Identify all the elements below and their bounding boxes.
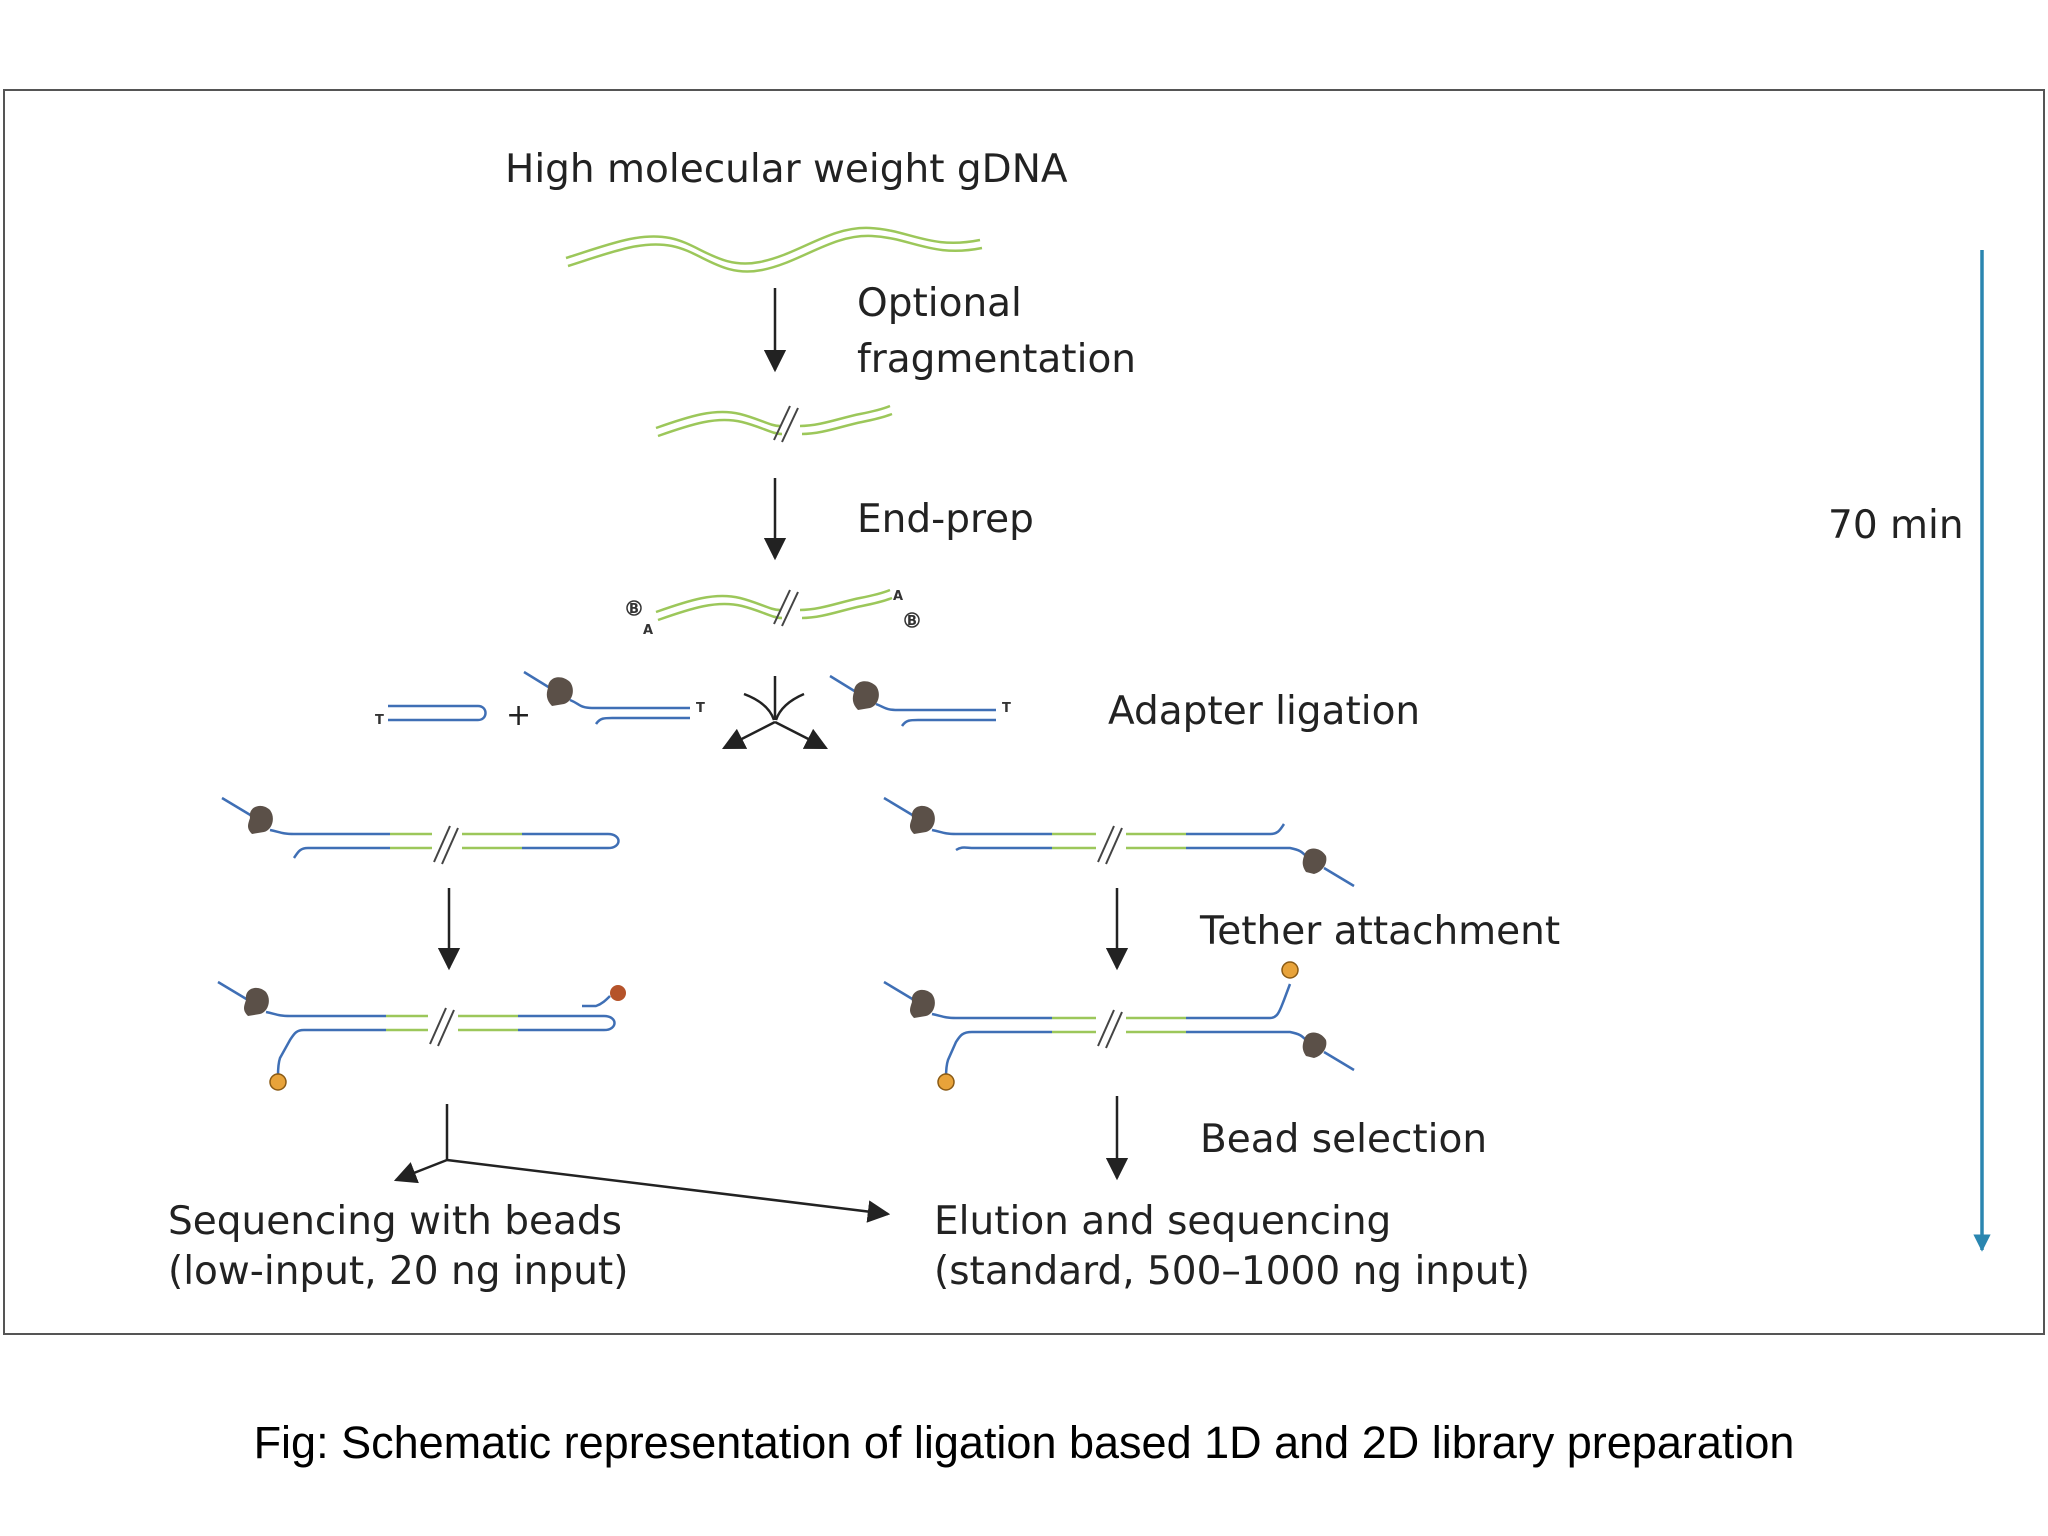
fragmented-dna xyxy=(655,404,893,438)
gdna-strand xyxy=(565,226,983,273)
left-result-line-1: Sequencing with beads xyxy=(168,1199,622,1244)
svg-text:B: B xyxy=(629,602,639,617)
tether-bead-icon xyxy=(269,1073,287,1091)
ligation-merge-arrows xyxy=(721,676,829,750)
right-tethered-product xyxy=(883,961,1355,1091)
left-result-arrows xyxy=(393,1104,891,1223)
plus-sign: + xyxy=(506,698,531,733)
svg-text:T: T xyxy=(1002,701,1011,716)
svg-text:T: T xyxy=(375,713,384,728)
break-mark-icon xyxy=(773,589,799,627)
fragmentation-label-2: fragmentation xyxy=(857,337,1136,382)
tether-bead-icon xyxy=(1281,961,1299,979)
time-label: 70 min xyxy=(1828,503,1964,548)
break-mark-icon xyxy=(773,405,799,443)
motor-protein-icon xyxy=(248,805,273,834)
break-mark-icon xyxy=(429,1007,455,1047)
diagram-frame xyxy=(3,89,2045,1335)
svg-text:T: T xyxy=(696,701,705,716)
motor-protein-icon xyxy=(910,989,935,1018)
svg-text:A: A xyxy=(893,589,903,604)
end-prep-label: End-prep xyxy=(857,497,1034,542)
end-prepped-dna xyxy=(655,588,893,622)
break-mark-icon xyxy=(1097,825,1123,865)
y-adapter-right: T xyxy=(829,674,1011,727)
fragmentation-label-1: Optional xyxy=(857,281,1022,326)
svg-text:B: B xyxy=(907,614,917,629)
tether-bead-icon xyxy=(610,985,626,1001)
adapter-ligation-label: Adapter ligation xyxy=(1108,689,1420,734)
gdna-label: High molecular weight gDNA xyxy=(505,147,1068,192)
motor-protein-icon xyxy=(244,987,269,1016)
y-adapter-left: T xyxy=(523,670,705,725)
hairpin-adapter xyxy=(388,704,487,722)
motor-protein-icon xyxy=(1302,1032,1327,1058)
bead-selection-label: Bead selection xyxy=(1200,1117,1487,1162)
tether-bead-icon xyxy=(937,1073,955,1091)
motor-protein-icon xyxy=(852,681,879,710)
motor-protein-icon xyxy=(546,677,573,706)
break-mark-icon xyxy=(433,825,459,865)
right-ligated-product xyxy=(883,796,1355,888)
break-mark-icon xyxy=(1097,1009,1123,1049)
motor-protein-icon xyxy=(910,805,935,834)
left-tethered-product xyxy=(217,980,626,1091)
end-marks: B A B A xyxy=(626,589,920,638)
right-result-line-2: (standard, 500–1000 ng input) xyxy=(934,1249,1530,1294)
svg-text:A: A xyxy=(643,623,653,638)
left-result-line-2: (low-input, 20 ng input) xyxy=(168,1249,628,1294)
figure-caption: Fig: Schematic representation of ligatio… xyxy=(254,1417,1795,1468)
motor-protein-icon xyxy=(1302,848,1327,874)
right-result-line-1: Elution and sequencing xyxy=(934,1199,1391,1244)
left-ligated-product xyxy=(221,796,620,865)
tether-attachment-label: Tether attachment xyxy=(1199,909,1560,954)
